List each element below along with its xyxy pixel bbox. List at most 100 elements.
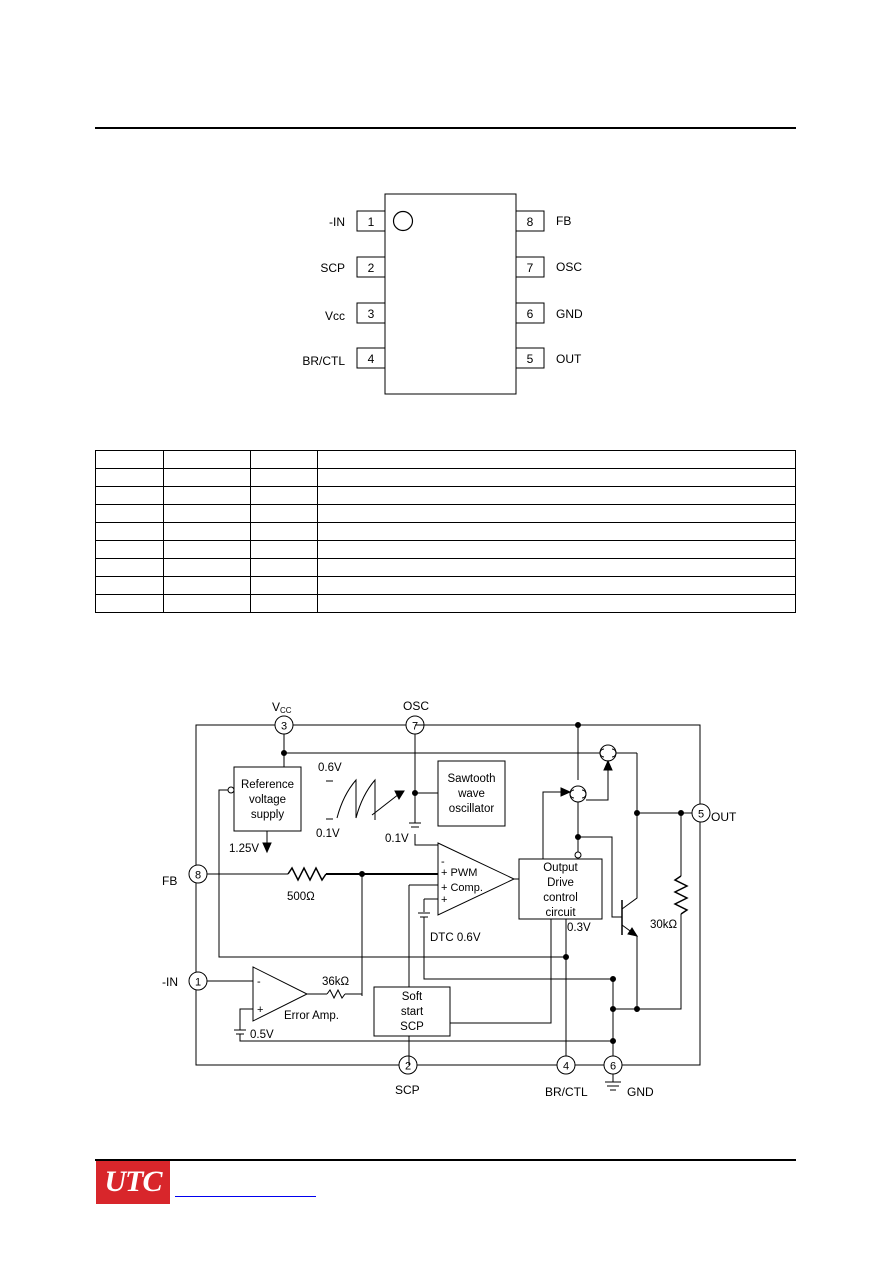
fb-label: FB	[162, 874, 177, 888]
svg-text:Error Amp.: Error Amp.	[284, 1010, 339, 1022]
pin-2-circle: 2	[398, 1055, 418, 1075]
table-row	[95, 576, 796, 595]
svg-text:0.1V: 0.1V	[385, 833, 409, 845]
svg-text:7: 7	[412, 721, 418, 733]
pin-6-circle: 6	[603, 1055, 623, 1075]
svg-text:500Ω: 500Ω	[287, 891, 315, 903]
error-amplifier	[252, 966, 309, 1022]
table-row	[95, 540, 796, 559]
pin-3-circle: 3	[274, 715, 294, 735]
svg-text:4: 4	[368, 352, 375, 366]
pin-8-circle: 8	[188, 864, 208, 884]
table-row	[95, 522, 796, 541]
pin1-marker	[392, 210, 414, 232]
svg-text:5: 5	[698, 809, 704, 821]
footer-link-underline[interactable]	[175, 1196, 316, 1197]
svg-text:6: 6	[610, 1061, 616, 1073]
svg-text:36kΩ: 36kΩ	[322, 976, 350, 988]
pin-description-table	[95, 450, 796, 613]
pin-4-circle: 4	[556, 1055, 576, 1075]
ic-package-body	[384, 193, 517, 395]
block-diagram: 3 7 8 5 1 2 4 6 VCC OSC FB OUT -IN SCP B…	[162, 699, 737, 1099]
svg-text:Output: Output	[543, 862, 578, 874]
svg-text:6: 6	[527, 307, 534, 321]
header-rule	[95, 127, 796, 129]
out-label: OUT	[711, 810, 737, 824]
svg-text:SCP: SCP	[400, 1021, 424, 1033]
svg-text:BR/CTL: BR/CTL	[302, 354, 345, 368]
svg-text:7: 7	[527, 261, 534, 275]
svg-text:5: 5	[527, 352, 534, 366]
svg-text:4: 4	[563, 1061, 569, 1073]
table-row	[95, 486, 796, 505]
svg-text:0.6V: 0.6V	[318, 762, 342, 774]
svg-text:OUT: OUT	[556, 352, 582, 366]
svg-text:8: 8	[527, 215, 534, 229]
svg-text:0.1V: 0.1V	[316, 828, 340, 840]
svg-text:+: +	[257, 1004, 263, 1016]
svg-text:control: control	[543, 892, 578, 904]
svg-text:OSC: OSC	[556, 260, 582, 274]
scp-label: SCP	[395, 1083, 420, 1097]
svg-text:voltage: voltage	[249, 794, 286, 806]
reference-voltage-supply-block	[233, 766, 302, 832]
table-row	[95, 594, 796, 613]
table-row	[95, 450, 796, 469]
svg-text:supply: supply	[251, 809, 284, 821]
pin-2: 2 SCP	[320, 256, 386, 278]
gnd-label: GND	[627, 1085, 654, 1099]
pin-8: 8 FB	[515, 210, 571, 232]
svg-text:FB: FB	[556, 214, 571, 228]
svg-text:start: start	[401, 1006, 424, 1018]
osc-label: OSC	[403, 699, 429, 713]
svg-text:-: -	[441, 856, 445, 868]
svg-text:2: 2	[405, 1061, 411, 1073]
svg-text:GND: GND	[556, 307, 583, 321]
svg-text:1: 1	[195, 977, 201, 989]
pin-6: 6 GND	[515, 302, 583, 324]
pin-4: 4 BR/CTL	[302, 347, 386, 369]
svg-text:1: 1	[368, 215, 375, 229]
pin-5: 5 OUT	[515, 347, 582, 369]
output-drive-control-block	[518, 858, 603, 920]
svg-text:+ PWM: + PWM	[441, 867, 477, 879]
soft-start-scp-block	[373, 986, 451, 1037]
svg-text:3: 3	[281, 721, 287, 733]
svg-text:-: -	[257, 976, 261, 988]
svg-text:Drive: Drive	[547, 877, 574, 889]
svg-text:SCP: SCP	[320, 261, 345, 275]
in-label: -IN	[162, 975, 178, 989]
sawtooth-oscillator-block	[437, 760, 506, 827]
pin-3: 3 Vcc	[325, 302, 386, 324]
pwm-comparator	[437, 842, 516, 916]
pin-1-circle: 1	[188, 971, 208, 991]
pin-7: 7 OSC	[515, 256, 582, 278]
pin-1: 1 -IN	[329, 210, 386, 232]
svg-text:0.3V: 0.3V	[567, 922, 591, 934]
svg-text:3: 3	[368, 307, 375, 321]
svg-text:wave: wave	[457, 788, 485, 800]
svg-text:0.5V: 0.5V	[250, 1029, 274, 1041]
table-row	[95, 504, 796, 523]
svg-text:DTC 0.6V: DTC 0.6V	[430, 932, 481, 944]
pin-configuration-diagram: 1 -IN 2 SCP 3 Vcc 4 BR/CTL 8 FB 7 OSC 6 …	[302, 193, 583, 395]
brctl-label: BR/CTL	[545, 1085, 588, 1099]
vcc-label: VCC	[272, 700, 292, 715]
utc-logo: UTC	[96, 1161, 170, 1204]
pin-5-circle: 5	[691, 803, 711, 823]
svg-text:+: +	[441, 894, 447, 906]
svg-text:1.25V: 1.25V	[229, 843, 259, 855]
svg-text:oscillator: oscillator	[449, 803, 495, 815]
svg-text:2: 2	[368, 261, 375, 275]
footer-rule	[95, 1159, 796, 1161]
svg-text:Sawtooth: Sawtooth	[448, 773, 496, 785]
svg-text:30kΩ: 30kΩ	[650, 919, 678, 931]
table-row	[95, 558, 796, 577]
svg-text:Reference: Reference	[241, 779, 294, 791]
svg-text:Vcc: Vcc	[325, 309, 345, 323]
svg-text:-IN: -IN	[329, 215, 345, 229]
svg-text:+ Comp.: + Comp.	[441, 882, 483, 894]
svg-text:circuit: circuit	[545, 907, 576, 919]
svg-text:Soft: Soft	[402, 991, 423, 1003]
svg-text:8: 8	[195, 870, 201, 882]
